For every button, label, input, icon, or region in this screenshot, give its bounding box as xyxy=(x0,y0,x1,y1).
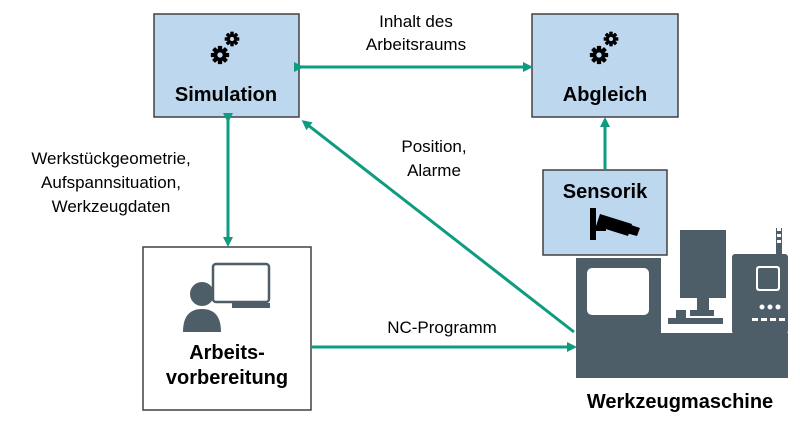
edge-label-line: Inhalt des xyxy=(379,12,453,31)
edge-label-line: Werkstückgeometrie, xyxy=(31,149,190,168)
werkzeugmaschine-label: Werkzeugmaschine xyxy=(587,391,773,413)
sensorik-label: Sensorik xyxy=(563,181,648,203)
arbeitsvorbereitung-label-line1: Arbeits- xyxy=(189,342,265,364)
edge-label-line: Aufspannsituation, xyxy=(41,173,181,192)
edge-label-line: Werkzeugdaten xyxy=(52,197,171,216)
simulation-box: Simulation xyxy=(153,13,300,118)
machine-tool-illustration xyxy=(576,228,788,378)
arbeitsvorbereitung-label-line2: vorbereitung xyxy=(166,367,288,389)
abgleich-box: Abgleich xyxy=(531,13,679,118)
edge-label-line: NC-Programm xyxy=(387,318,497,337)
abgleich-label: Abgleich xyxy=(563,84,647,106)
security-camera-icon xyxy=(590,208,640,240)
sensorik-box: Sensorik xyxy=(542,169,668,256)
edge-label-line: Position, xyxy=(401,137,466,156)
simulation-label: Simulation xyxy=(175,84,277,106)
edge-label-line: Alarme xyxy=(407,161,461,180)
workstation-icon xyxy=(183,262,271,332)
edge-label-line: Arbeitsraums xyxy=(366,35,466,54)
arrow-machine-simulation xyxy=(301,120,575,334)
arbeitsvorbereitung-box: Arbeits- vorbereitung xyxy=(142,246,312,411)
